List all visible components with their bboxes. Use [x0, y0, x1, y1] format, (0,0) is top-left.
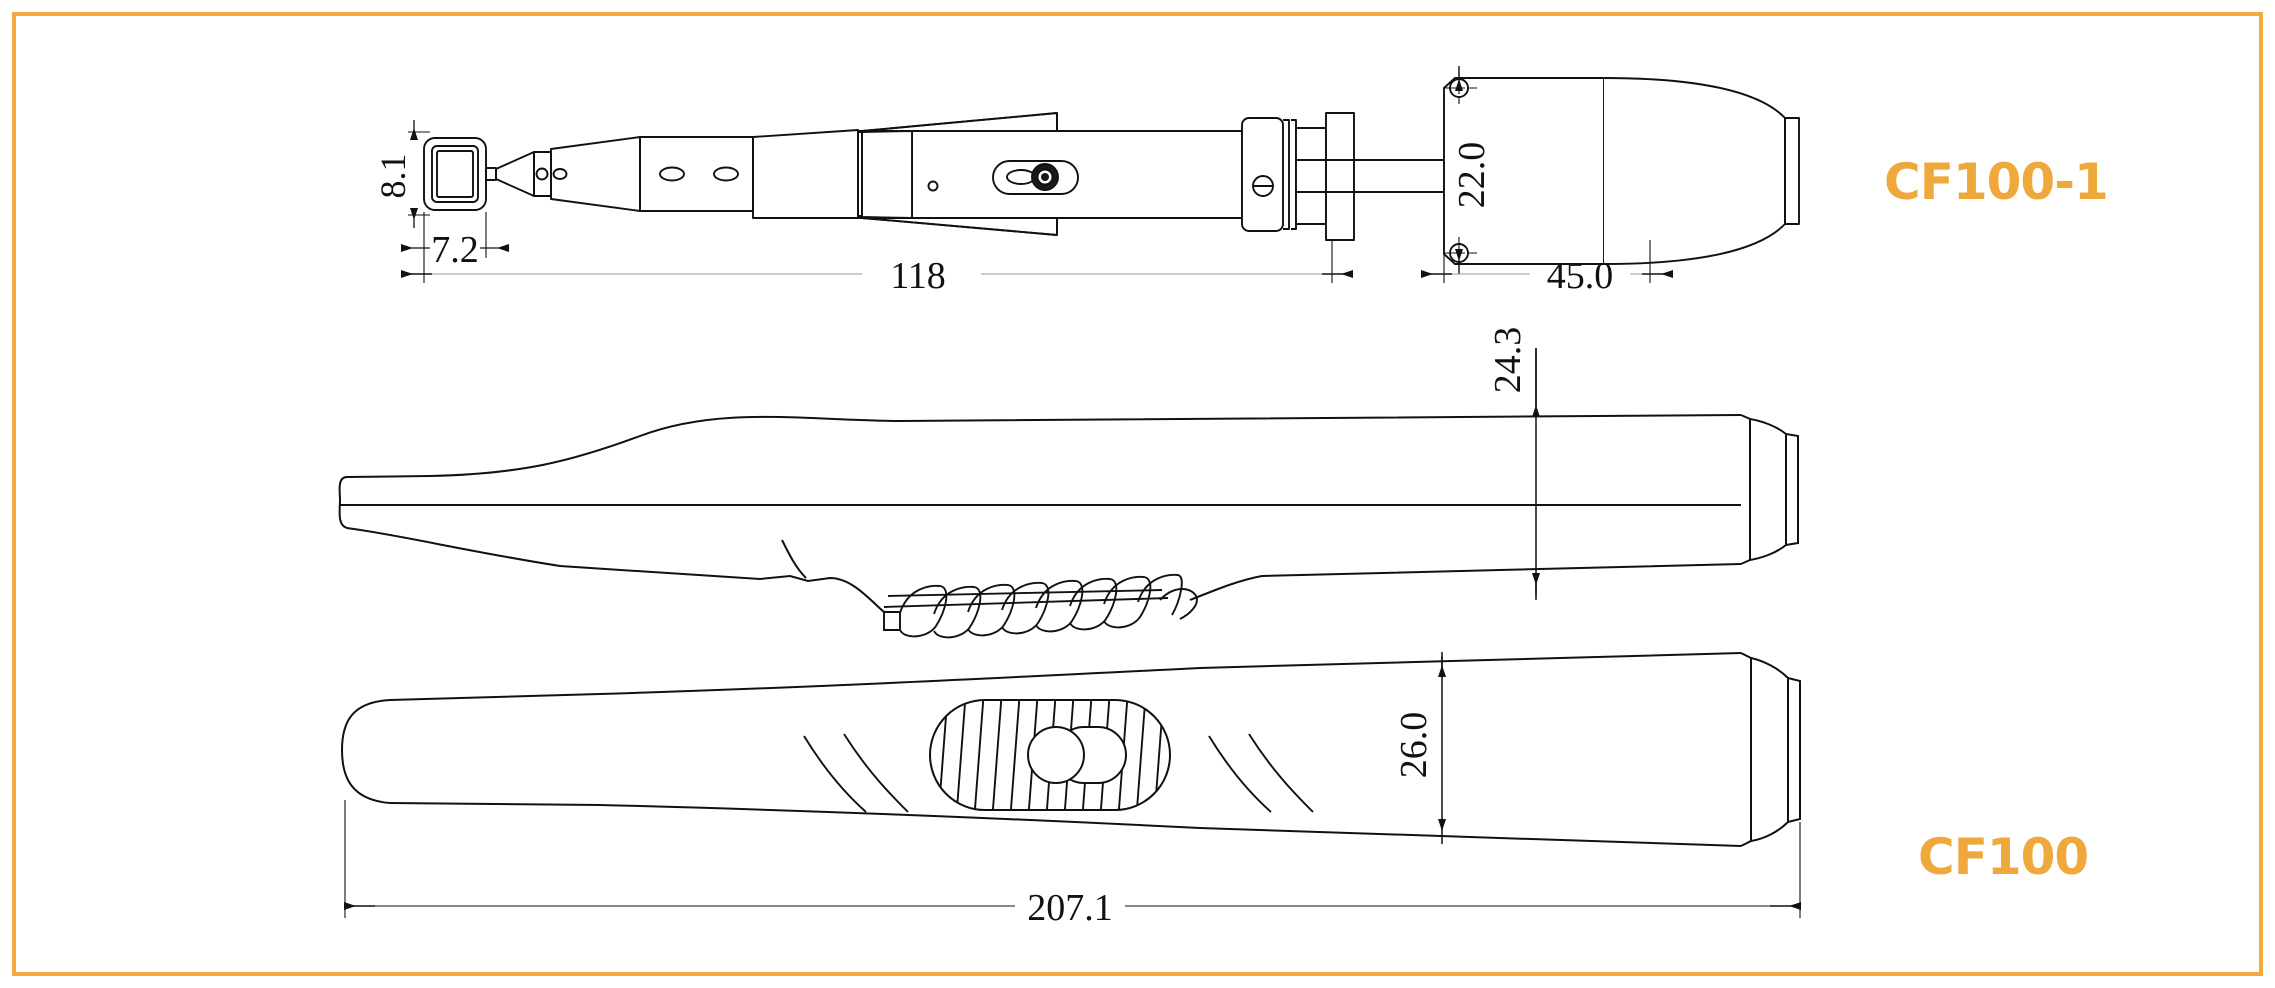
dimension-label-8-1: 8.1: [373, 154, 413, 199]
view-handpiece-side: [338, 414, 1799, 639]
dimension-8-1: [408, 120, 430, 228]
control-button: [929, 699, 1171, 811]
grip-swooshes-left: [803, 733, 909, 813]
grip-swooshes-right: [1208, 733, 1314, 813]
part-label-cf100-1: CF100-1: [1884, 153, 2109, 211]
grip-ribs: [883, 573, 1198, 639]
dimension-label-118: 118: [890, 255, 946, 297]
dimension-label-24-3: 24.3: [1487, 327, 1529, 394]
dimension-label-26-0: 26.0: [1393, 712, 1435, 779]
dimension-45-0: [1421, 240, 1673, 283]
dimension-label-207-1: 207.1: [1027, 887, 1113, 929]
part-label-cf100: CF100: [1918, 828, 2089, 886]
dimension-118: [401, 240, 1353, 283]
view-insert-tip-assembly: [423, 72, 1800, 269]
dimension-label-22-0: 22.0: [1451, 142, 1493, 209]
view-handpiece-top: [340, 652, 1801, 847]
dimension-207-1: [344, 800, 1801, 918]
dimension-7-2: [401, 212, 509, 258]
dimension-label-45-0: 45.0: [1547, 255, 1614, 297]
dimension-label-7-2: 7.2: [431, 229, 479, 271]
